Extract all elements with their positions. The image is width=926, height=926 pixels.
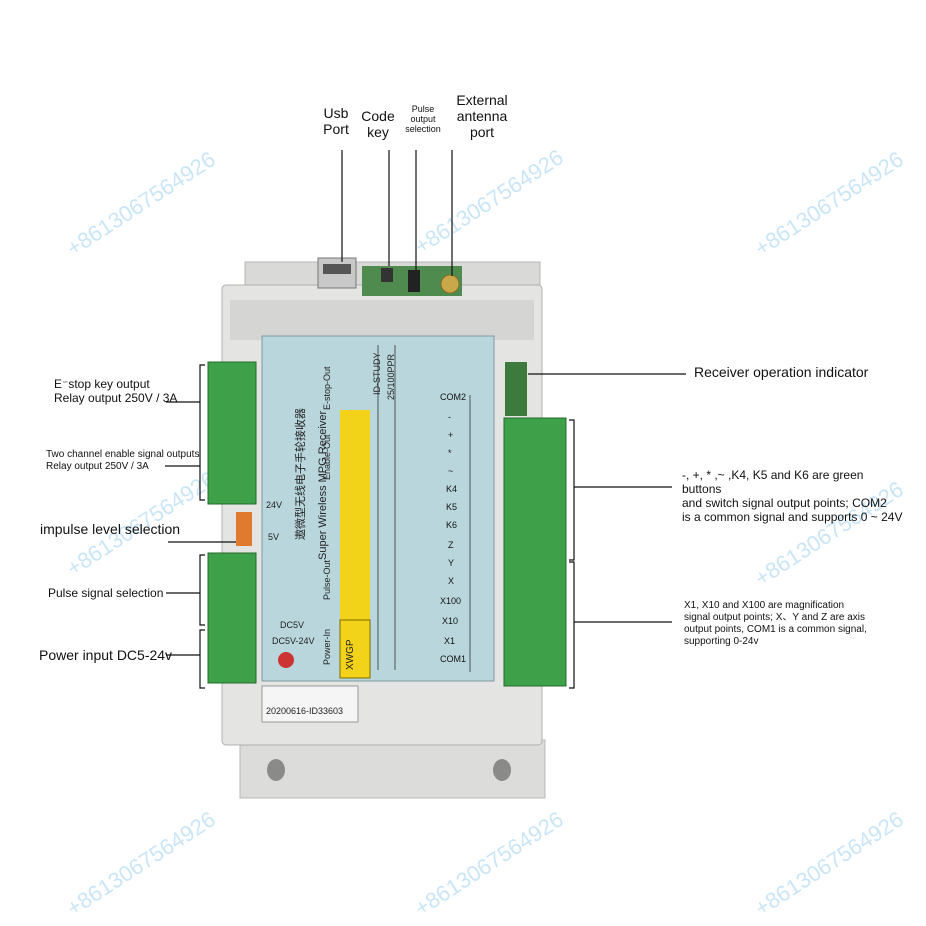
terminal-block-left: [207, 361, 257, 505]
power-led: [278, 652, 294, 668]
terminal-x10: X10: [442, 616, 459, 626]
left-terminal-label: Power-In: [322, 628, 332, 665]
label-impulse-level: impulse level selection: [40, 521, 181, 537]
terminal-tilde: ~: [448, 466, 454, 476]
label-green-buttons: -, +, * ,~ ,K4, K5 and K6 are green butt…: [682, 468, 903, 524]
pulse-output-jumper: [408, 270, 420, 292]
terminal-star: *: [448, 448, 452, 458]
terminal-block-right: [503, 417, 567, 687]
terminal-x1: X1: [444, 636, 456, 646]
label-receiver-indicator: Receiver operation indicator: [694, 364, 869, 380]
terminal-plus: +: [448, 430, 454, 440]
board-model: ID-STUDY: [372, 352, 382, 396]
board-freq: 25/100PPR: [386, 353, 396, 400]
mounting-hole: [267, 759, 285, 781]
terminal-z: Z: [448, 540, 454, 550]
board-title-cn: 遨微型无线电子手轮接收器: [295, 408, 307, 540]
terminal-x: X: [448, 576, 455, 586]
terminal-com2: COM2: [440, 392, 467, 402]
terminal-x100: X100: [440, 596, 462, 606]
terminal-y: Y: [448, 558, 455, 568]
label-code-key: Code key: [361, 108, 395, 140]
mounting-hole: [493, 759, 511, 781]
label-pulse-signal: Pulse signal selection: [48, 586, 164, 600]
label-enable-outputs: Two channel enable signal outputs Relay …: [46, 449, 200, 472]
label-magnification: X1, X10 and X100 are magnification signa…: [684, 600, 867, 647]
dc-label: DC5V: [280, 620, 305, 630]
voltage-bottom: 5V: [268, 532, 280, 542]
board-brand: XWGP: [345, 639, 356, 670]
terminal-com1: COM1: [440, 654, 467, 664]
label-estop-output: E⁻stop key output Relay output 250V / 3A: [54, 377, 178, 405]
antenna-port: [440, 274, 460, 294]
receiver-indicator-led: [505, 362, 527, 416]
brand-box: [339, 619, 371, 679]
label-pulse-output-selection: Pulse output selection: [405, 104, 441, 134]
left-terminal-label: E-stop-Out: [322, 366, 332, 410]
power-label: DC5V-24V: [272, 636, 315, 646]
left-terminal-label: Enable-Out: [322, 434, 332, 480]
terminal-k5: K5: [446, 502, 458, 512]
terminal-k6: K6: [446, 520, 458, 530]
terminal-block-left: [207, 552, 257, 684]
voltage-top: 24V: [266, 500, 283, 510]
terminal-k4: K4: [446, 484, 458, 494]
code-key: [381, 268, 393, 282]
label-external-antenna-port: External antenna port: [456, 92, 508, 140]
label-usb-port: Usb Port: [323, 105, 349, 137]
left-terminal-label: Pulse-Out: [322, 559, 332, 600]
board-serial: 20200616-ID33603: [266, 706, 344, 716]
terminal-minus: -: [448, 412, 451, 422]
level-jumper: [236, 512, 252, 546]
serial-sticker: [261, 685, 359, 723]
label-power-input: Power input DC5-24v: [39, 647, 173, 663]
